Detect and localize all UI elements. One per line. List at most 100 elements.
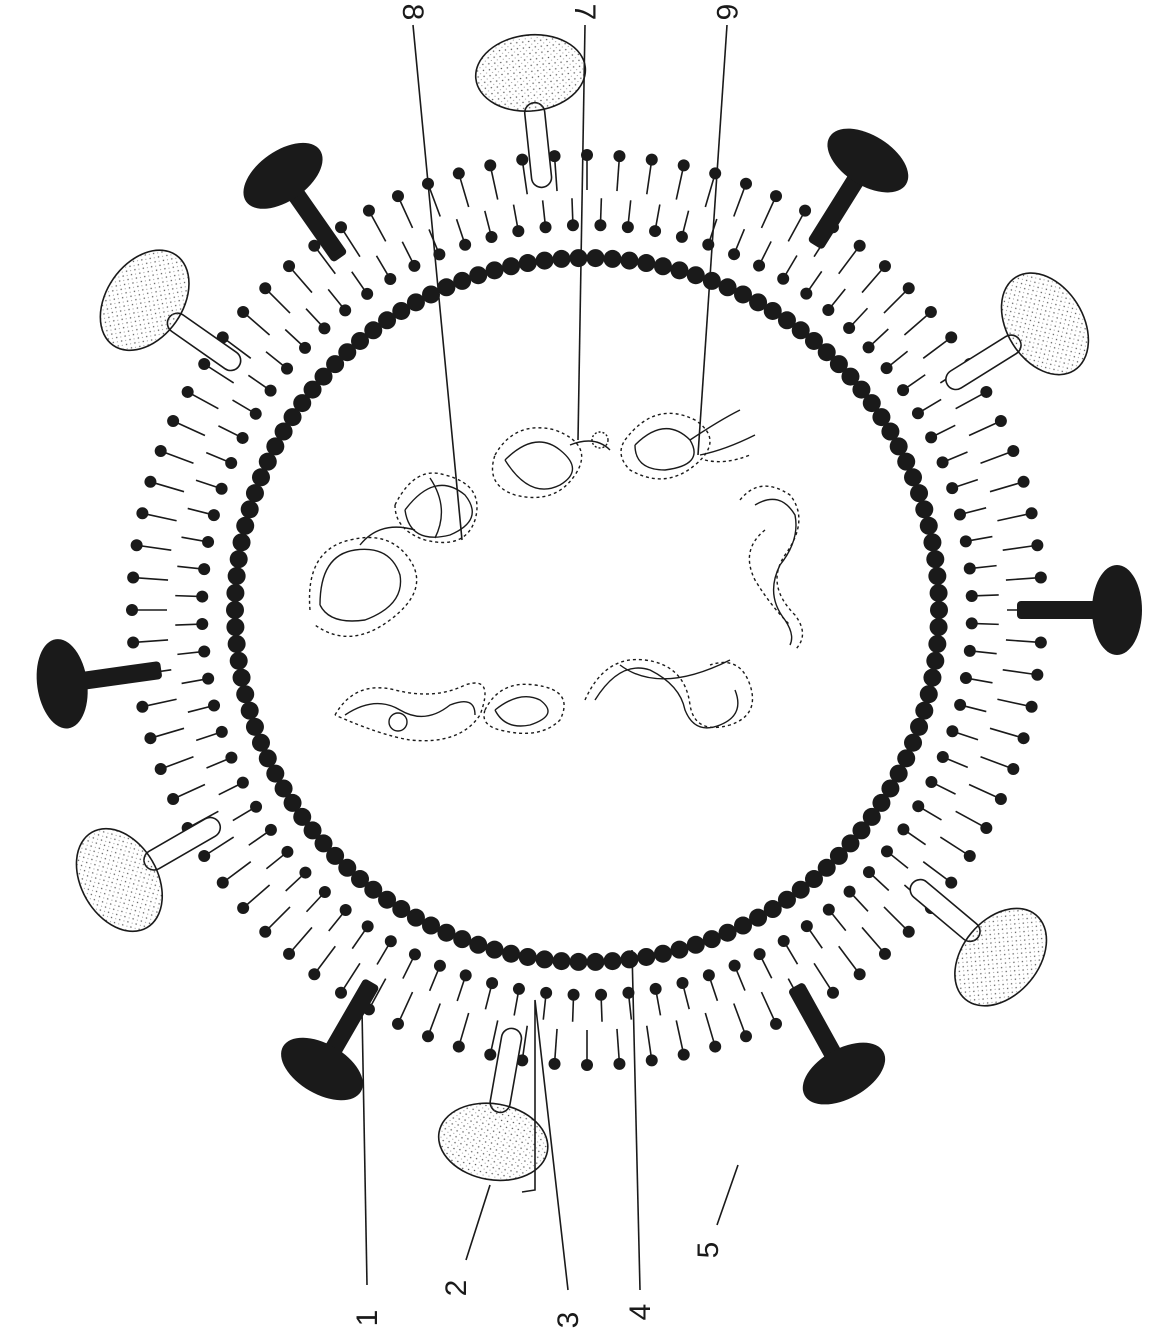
lipid-molecule <box>568 989 593 1071</box>
hemagglutinin-spike <box>232 130 377 284</box>
matrix-protein-bead <box>230 550 248 568</box>
matrix-protein-bead <box>703 272 721 290</box>
lipid-molecule <box>392 948 421 1029</box>
lipid-molecule <box>622 987 657 1067</box>
lipid-molecule <box>822 240 865 316</box>
matrix-protein-bead <box>603 952 621 970</box>
lipid-molecule <box>484 159 524 237</box>
matrix-protein-bead <box>910 484 928 502</box>
hemagglutinin-spike <box>756 964 895 1117</box>
lipid-molecule <box>392 190 445 260</box>
matrix-protein-bead <box>910 718 928 736</box>
matrix-protein-bead <box>519 254 537 272</box>
lipid-molecule <box>881 306 937 374</box>
lipid-molecule <box>453 167 498 243</box>
lipid-molecule <box>422 960 446 1043</box>
lipid-molecule <box>753 190 782 271</box>
matrix-protein-bead <box>620 950 638 968</box>
lipid-molecule <box>283 260 351 316</box>
matrix-protein-bead <box>603 250 621 268</box>
lipid-molecule <box>259 867 311 938</box>
lipid-molecule <box>144 700 220 745</box>
lipid-molecule <box>677 977 722 1053</box>
lipid-molecule <box>540 987 560 1070</box>
matrix-protein-bead <box>241 500 259 518</box>
lipid-molecule <box>144 476 227 495</box>
leader-line-1 <box>362 1010 367 1285</box>
lipid-molecule <box>549 150 579 231</box>
matrix-protein-bead <box>553 250 571 268</box>
lipid-molecule <box>650 983 690 1061</box>
lipid-molecule <box>844 886 915 938</box>
matrix-protein-bead <box>252 734 270 752</box>
matrix-protein-bead <box>670 941 688 959</box>
matrix-protein-bead <box>233 669 251 687</box>
lipid-bilayer <box>126 149 1048 1071</box>
lipid-molecule <box>728 178 752 261</box>
matrix-protein-bead <box>553 952 571 970</box>
matrix-protein-bead <box>620 252 638 270</box>
matrix-protein-bead <box>734 917 752 935</box>
leader-line-5 <box>717 1165 738 1225</box>
label-2: 2 <box>440 1280 473 1297</box>
lipid-molecule <box>964 636 1047 656</box>
matrix-protein-bead <box>453 930 471 948</box>
lipid-molecule <box>167 752 237 805</box>
lipid-molecule <box>960 507 1038 547</box>
rnp-segment <box>335 683 485 741</box>
lipid-molecule <box>126 591 208 616</box>
matrix-protein-bead <box>926 550 944 568</box>
lipid-molecule <box>217 824 277 889</box>
lipid-molecule <box>777 205 811 285</box>
lipid-molecule <box>966 572 1047 602</box>
matrix-protein-bead <box>930 618 948 636</box>
ribonucleoprotein-segments <box>310 410 803 741</box>
matrix-protein-bead <box>486 941 504 959</box>
rnp-segment <box>585 660 753 728</box>
matrix-protein-bead <box>897 453 915 471</box>
label-7: 7 <box>568 4 601 21</box>
matrix-protein-bead <box>915 500 933 518</box>
matrix-protein-bead <box>719 924 737 942</box>
matrix-protein-bead <box>236 517 254 535</box>
lipid-molecule <box>237 846 293 914</box>
leader-line-4 <box>632 950 640 1290</box>
matrix-protein-bead <box>437 278 455 296</box>
matrix-protein-bead <box>486 261 504 279</box>
neuraminidase-spike <box>918 257 1106 431</box>
matrix-protein-bead <box>654 257 672 275</box>
matrix-protein-bead <box>930 584 948 602</box>
matrix-protein-bead <box>569 953 587 971</box>
lipid-molecule <box>897 823 975 862</box>
lipid-molecule <box>863 282 915 353</box>
lipid-molecule <box>581 149 606 231</box>
lipid-molecule <box>283 886 331 960</box>
matrix-protein-bead <box>587 953 605 971</box>
matrix-protein-bead <box>536 252 554 270</box>
rnp-segment <box>310 527 417 636</box>
matrix-protein-bead <box>920 517 938 535</box>
matrix-protein-bead <box>241 702 259 720</box>
lipid-molecule <box>823 904 891 960</box>
matrix-protein-bead <box>453 272 471 290</box>
matrix-protein-bead <box>228 567 246 585</box>
lipid-molecule <box>937 751 1020 775</box>
rnp-segment <box>493 428 611 498</box>
label-6: 6 <box>710 4 743 21</box>
matrix-protein-bead <box>226 618 244 636</box>
matrix-protein-bead <box>923 533 941 551</box>
lipid-molecule <box>182 386 262 420</box>
neuraminidase-spike <box>59 775 247 947</box>
rnp-segment <box>621 410 755 479</box>
lipid-molecule <box>912 800 992 834</box>
lipid-molecule <box>729 960 782 1030</box>
matrix-protein-bead <box>502 257 520 275</box>
hemagglutinin-spike <box>777 115 920 269</box>
matrix-protein-bead <box>687 936 705 954</box>
matrix-protein-bead <box>246 718 264 736</box>
lipid-molecule <box>702 167 721 250</box>
lipid-molecule <box>843 260 891 334</box>
matrix-protein-bead <box>719 278 737 296</box>
neuraminidase-spike <box>82 233 270 411</box>
label-4: 4 <box>624 1304 657 1321</box>
